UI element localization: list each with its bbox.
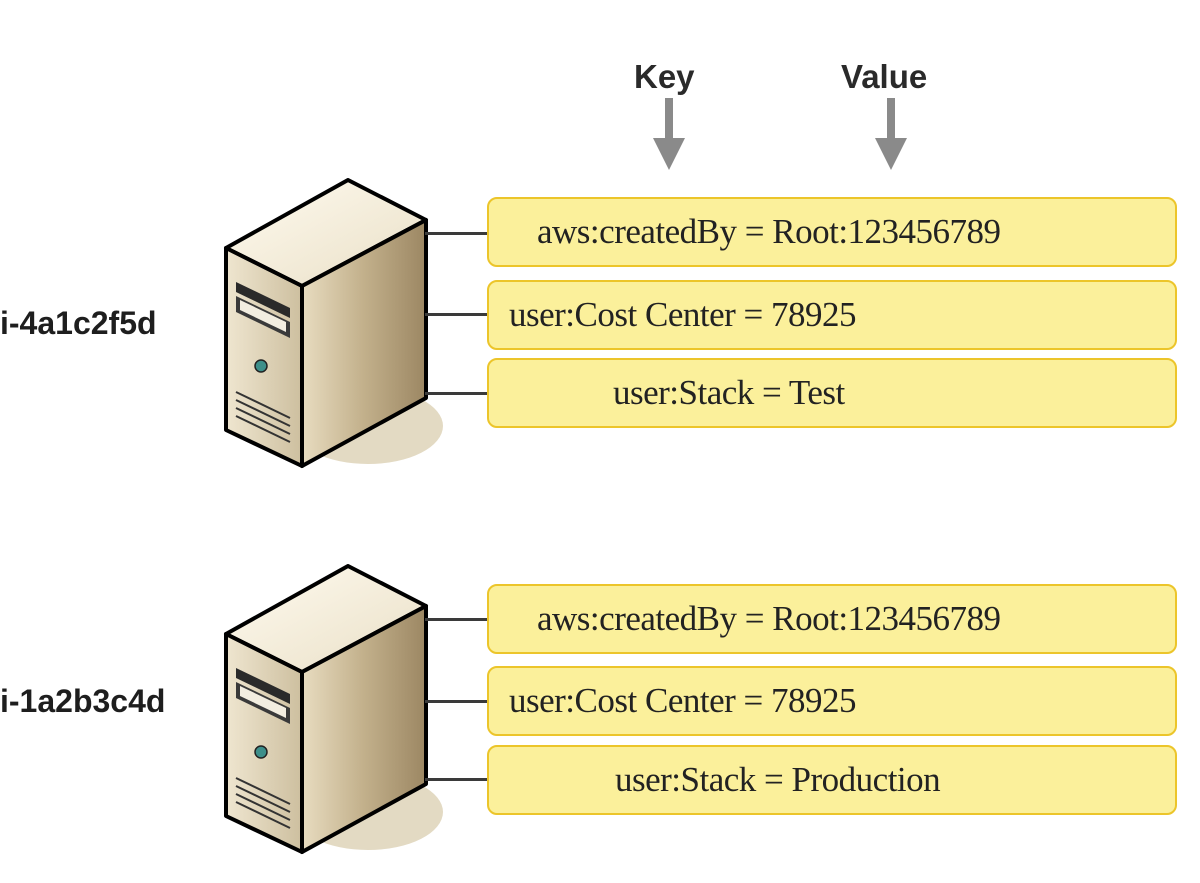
tag-created-by: aws:createdBy = Root:123456789	[487, 584, 1177, 654]
tag-connector	[425, 778, 489, 781]
tag-connector	[425, 232, 489, 235]
server-icon	[218, 178, 448, 478]
tag-connector	[425, 618, 489, 621]
tag-stack: user:Stack = Production	[487, 745, 1177, 815]
tag-connector	[425, 392, 489, 395]
key-header: Key	[634, 58, 695, 95]
tag-connector	[425, 700, 489, 703]
server-icon	[218, 564, 448, 864]
instance-id-label: i-1a2b3c4d	[0, 683, 166, 719]
tag-cost-center: user:Cost Center = 78925	[487, 280, 1177, 350]
tag-connector	[425, 313, 489, 316]
tag-stack: user:Stack = Test	[487, 358, 1177, 428]
tag-cost-center: user:Cost Center = 78925	[487, 666, 1177, 736]
value-arrow-down-icon	[871, 98, 911, 172]
instance-id-label: i-4a1c2f5d	[0, 305, 157, 341]
key-arrow-down-icon	[649, 98, 689, 172]
value-header: Value	[841, 58, 928, 95]
tag-created-by: aws:createdBy = Root:123456789	[487, 197, 1177, 267]
